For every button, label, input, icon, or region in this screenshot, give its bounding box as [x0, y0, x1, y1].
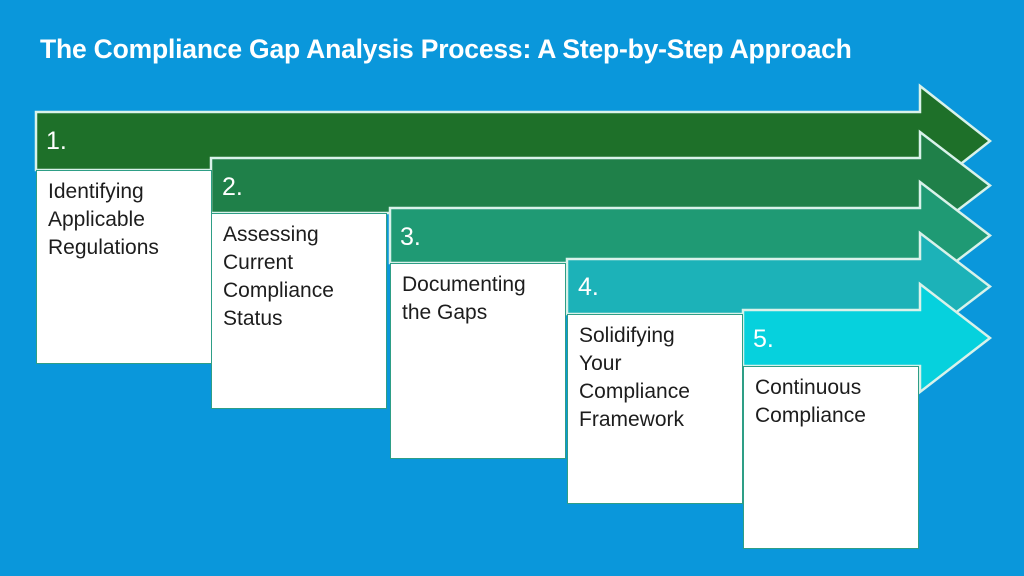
step-box-1[interactable]: Identifying Applicable Regulations	[36, 170, 212, 364]
step-box-3[interactable]: Documenting the Gaps	[390, 263, 566, 459]
step-label-4: Solidifying Your Compliance Framework	[579, 324, 690, 431]
step-number-3: 3.	[400, 223, 421, 251]
step-label-2: Assessing Current Compliance Status	[223, 223, 334, 330]
step-number-1: 1.	[46, 127, 67, 155]
step-number-5: 5.	[753, 325, 774, 353]
step-number-4: 4.	[578, 273, 599, 301]
step-label-1: Identifying Applicable Regulations	[48, 180, 159, 259]
step-box-2[interactable]: Assessing Current Compliance Status	[211, 213, 387, 409]
step-box-5[interactable]: Continuous Compliance	[743, 366, 919, 549]
step-number-2: 2.	[222, 173, 243, 201]
page-title: The Compliance Gap Analysis Process: A S…	[40, 34, 852, 64]
step-label-5: Continuous Compliance	[755, 376, 866, 427]
step-box-4[interactable]: Solidifying Your Compliance Framework	[567, 314, 743, 504]
step-label-3: Documenting the Gaps	[402, 273, 526, 324]
